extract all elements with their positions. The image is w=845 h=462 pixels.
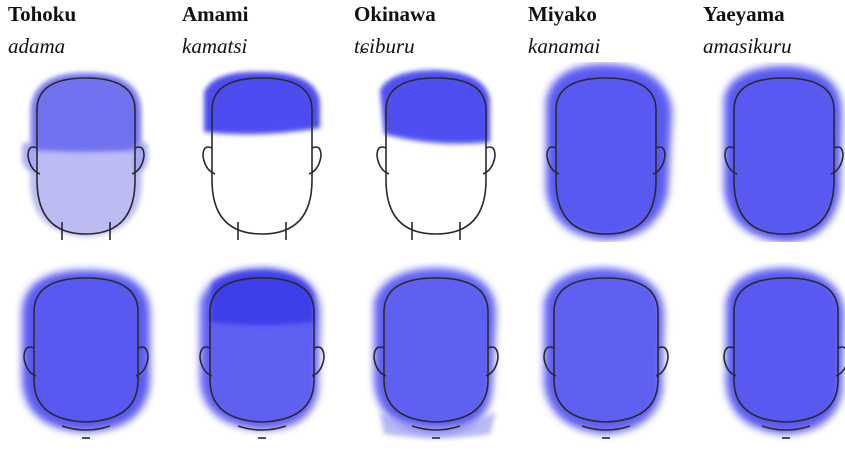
- back-head-outline: [723, 277, 845, 439]
- shaded-area-neck: [380, 412, 496, 438]
- region-column-amami: Amami kamatsi: [170, 0, 340, 462]
- face-outline: [546, 77, 666, 235]
- back-head-outline: [199, 277, 325, 439]
- back-head-figure: [199, 268, 325, 439]
- body-part-term: tɕiburu: [354, 34, 415, 58]
- region-name: Yaeyama: [703, 2, 785, 26]
- body-part-term: adama: [8, 34, 66, 58]
- face-outline: [202, 77, 322, 240]
- shaded-area-top: [204, 71, 320, 135]
- front-head-figure: [22, 72, 148, 240]
- body-part-term: amasikuru: [703, 34, 792, 58]
- shaded-area-crown: [210, 270, 314, 325]
- region-name: Amami: [182, 2, 249, 26]
- shaded-ear-right: [134, 142, 148, 172]
- back-head-outline: [23, 277, 149, 439]
- shaded-area-face: [546, 64, 672, 240]
- back-head-figure: [543, 268, 669, 439]
- region-column-miyako: Miyako kanamai: [512, 0, 682, 462]
- shaded-area-back: [544, 268, 664, 434]
- shaded-area-back: [726, 268, 844, 434]
- front-head-figure: [724, 66, 844, 242]
- region-name: Miyako: [528, 2, 597, 26]
- face-outline: [724, 77, 844, 235]
- region-column-okinawa: Okinawa tɕiburu: [340, 0, 510, 462]
- shaded-area-back: [374, 268, 496, 434]
- front-head-figure: [546, 64, 672, 240]
- face-outline: [376, 77, 496, 240]
- region-column-tohoku: Tohoku adama: [0, 0, 170, 462]
- back-head-figure: [723, 268, 845, 439]
- shaded-area-upper: [32, 74, 140, 152]
- back-head-outline: [373, 277, 499, 439]
- body-part-term: kamatsi: [182, 34, 248, 58]
- front-head-figure: [376, 70, 496, 240]
- front-head-figure: [202, 71, 322, 240]
- shaded-area-back: [22, 270, 150, 432]
- back-head-figure: [22, 270, 150, 439]
- face-outline: [27, 77, 145, 240]
- region-name: Okinawa: [354, 2, 436, 26]
- region-name: Tohoku: [8, 2, 77, 26]
- back-head-outline: [543, 277, 669, 439]
- shaded-area-top: [380, 70, 490, 144]
- back-head-figure: [373, 268, 499, 439]
- shaded-area-face: [724, 66, 842, 242]
- body-part-term: kanamai: [528, 34, 601, 58]
- region-column-yaeyama: Yaeyama amasikuru: [680, 0, 845, 462]
